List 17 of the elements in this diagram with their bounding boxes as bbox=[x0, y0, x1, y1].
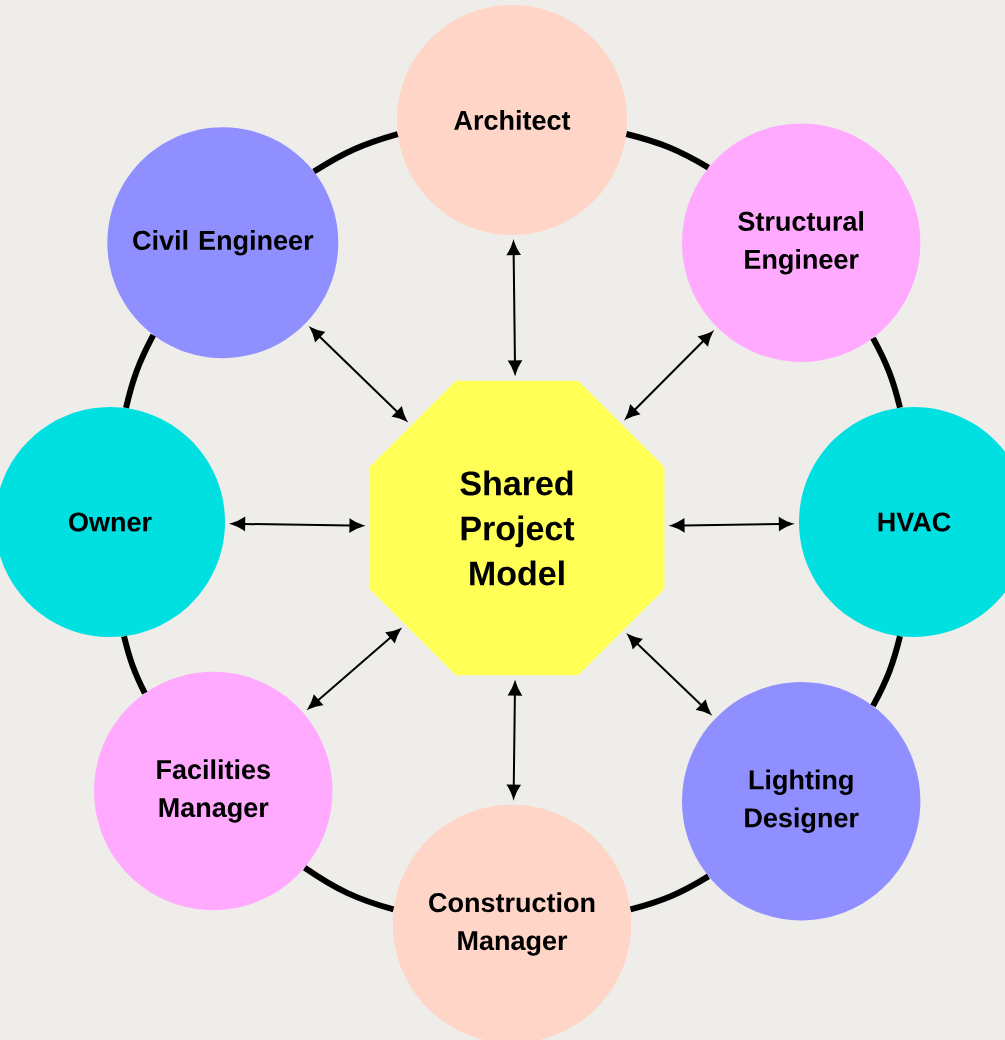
octagon: Shared Project Model bbox=[369, 380, 665, 676]
double-arrow bbox=[231, 517, 364, 533]
ring-line bbox=[303, 865, 395, 913]
ring-line bbox=[123, 333, 156, 409]
ring-line bbox=[870, 635, 903, 708]
ring-line bbox=[121, 635, 148, 695]
double-arrow bbox=[507, 241, 522, 375]
ring-line bbox=[625, 131, 710, 171]
ring-line bbox=[312, 131, 399, 175]
double-arrow bbox=[507, 681, 522, 799]
double-arrow bbox=[670, 517, 793, 532]
double-arrow bbox=[310, 327, 407, 422]
ring-line bbox=[629, 873, 710, 913]
double-arrow bbox=[625, 331, 713, 420]
double-arrow bbox=[308, 628, 401, 709]
ring-line bbox=[870, 336, 903, 409]
double-arrow bbox=[627, 634, 711, 715]
